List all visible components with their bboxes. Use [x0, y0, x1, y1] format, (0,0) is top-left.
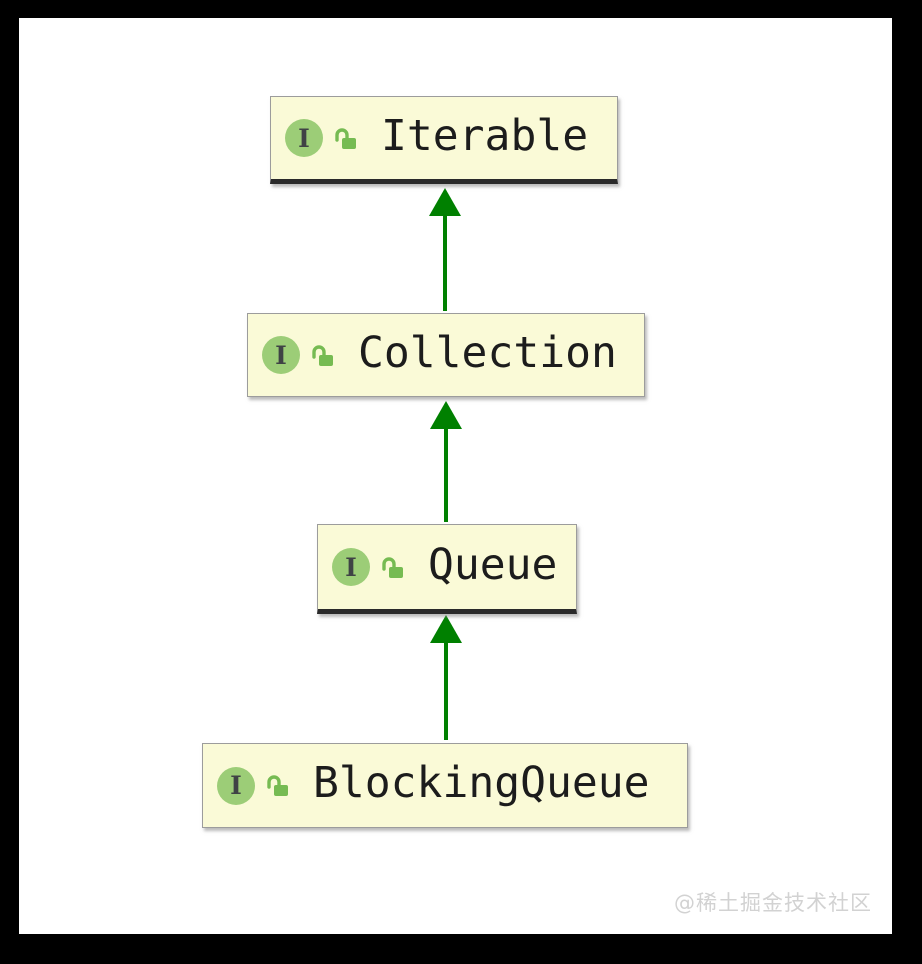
interface-icon: I — [285, 119, 323, 157]
node-label: Iterable — [381, 110, 589, 161]
interface-icon: I — [217, 766, 255, 805]
interface-icon: I — [332, 548, 370, 586]
unlocked-padlock-icon — [382, 556, 403, 578]
interface-icon: I — [262, 336, 300, 374]
node-label: Collection — [358, 327, 617, 378]
watermark: @稀土掘金技术社区 — [674, 891, 872, 915]
interface-icon-letter: I — [275, 340, 287, 370]
node-label: BlockingQueue — [313, 758, 650, 808]
interface-icon-letter: I — [230, 771, 242, 800]
unlocked-padlock-icon — [335, 127, 356, 149]
node-blockingqueue[interactable]: I BlockingQueue — [202, 743, 688, 828]
node-label: Queue — [428, 539, 558, 590]
node-queue[interactable]: I Queue — [317, 524, 577, 614]
node-iterable[interactable]: I Iterable — [270, 96, 618, 184]
unlocked-padlock-icon — [312, 344, 333, 366]
node-collection[interactable]: I Collection — [247, 313, 645, 397]
unlocked-padlock-icon — [267, 775, 288, 796]
interface-icon-letter: I — [345, 552, 357, 582]
interface-icon-letter: I — [298, 123, 310, 153]
